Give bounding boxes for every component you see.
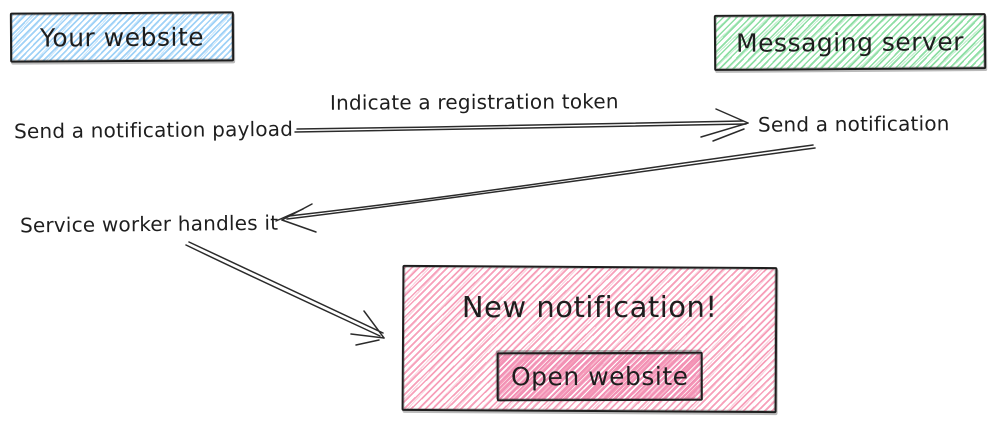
popup-title: New notification! (461, 289, 718, 325)
notification-popup: New notification! Open website (401, 264, 778, 414)
service-worker-annotation: Service worker handles it (19, 210, 279, 238)
open-website-button[interactable]: Open website (496, 351, 703, 402)
notification-delivery-arrow (275, 144, 816, 233)
registration-token-annotation: Indicate a registration token (329, 89, 619, 115)
show-popup-arrow (185, 241, 385, 346)
messaging-server-node: Messaging server (713, 13, 987, 71)
your-website-label: Your website (39, 21, 205, 53)
messaging-server-label: Messaging server (735, 26, 965, 58)
your-website-node: Your website (9, 11, 235, 63)
send-payload-annotation: Send a notification payload (13, 116, 294, 144)
open-website-button-label: Open website (510, 361, 689, 392)
send-notification-annotation: Send a notification (757, 111, 950, 137)
